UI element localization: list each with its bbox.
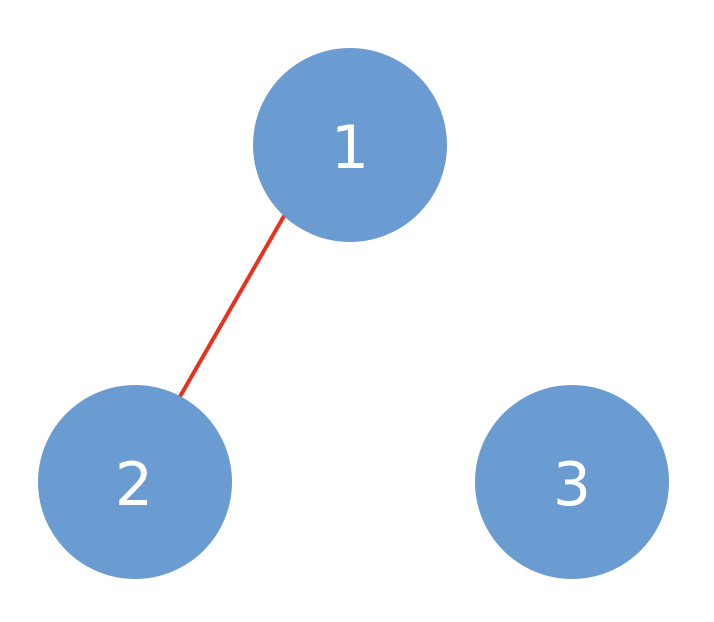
node-2[interactable]: 2 xyxy=(38,385,232,579)
edge-1-2 xyxy=(176,214,286,402)
node-3[interactable]: 3 xyxy=(475,385,669,579)
node-3-label: 3 xyxy=(553,450,591,520)
node-1-circle[interactable] xyxy=(253,48,447,242)
node-2-label: 2 xyxy=(115,450,153,520)
node-1-label: 1 xyxy=(331,113,369,183)
node-3-circle[interactable] xyxy=(475,385,669,579)
node-1[interactable]: 1 xyxy=(253,48,447,242)
node-2-circle[interactable] xyxy=(38,385,232,579)
